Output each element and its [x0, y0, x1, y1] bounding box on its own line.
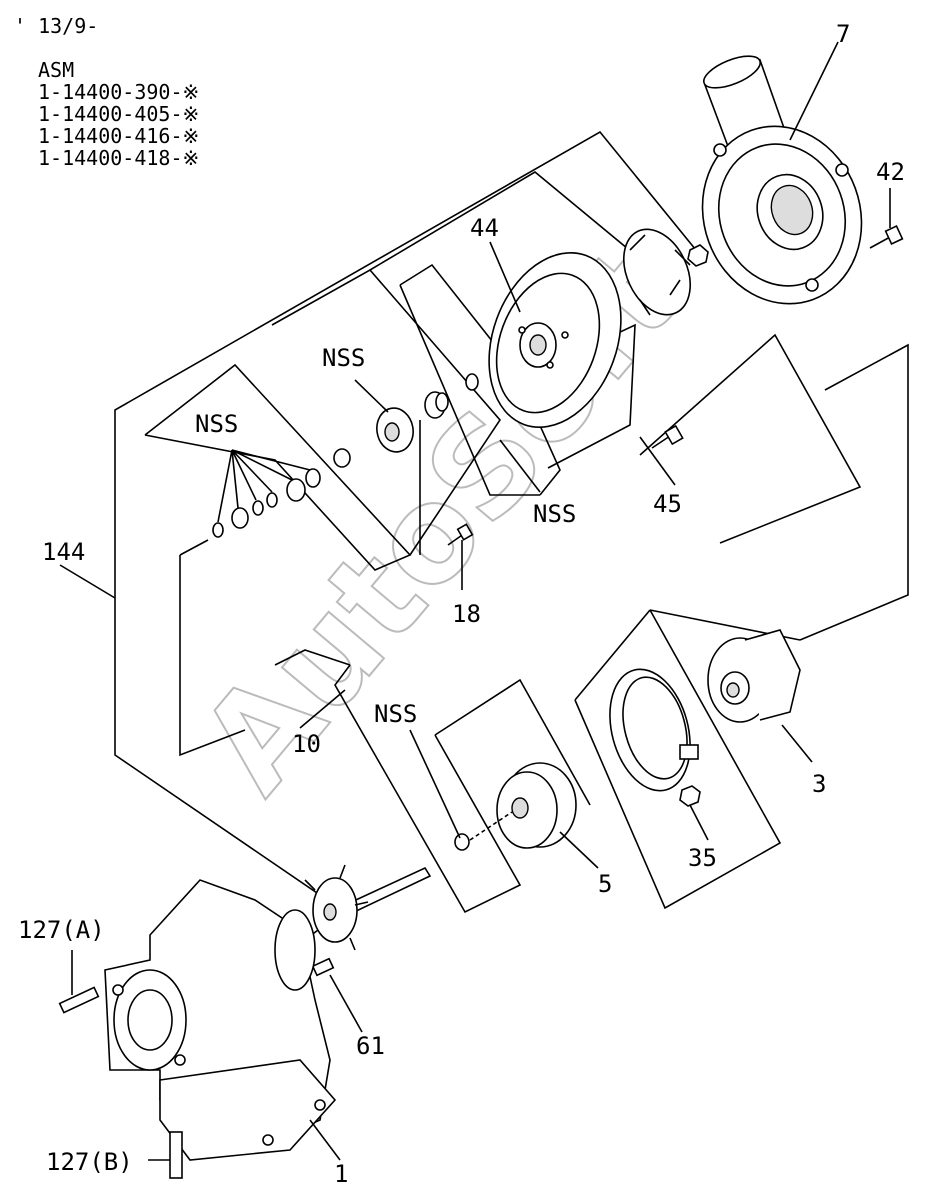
part-number-2: 1-14400-405-※ [38, 102, 200, 126]
seal-plate [454, 762, 577, 851]
nut [687, 244, 709, 267]
callout-nss-2: NSS [195, 410, 238, 438]
callout-5: 5 [598, 870, 612, 898]
compressor-housing [701, 55, 863, 305]
callout-3: 3 [812, 770, 826, 798]
pin-61 [311, 957, 335, 977]
piston-ring-set [212, 449, 321, 538]
callout-nss-1: NSS [322, 344, 365, 372]
bolt-45 [651, 424, 684, 449]
callout-18: 18 [452, 600, 481, 628]
stud-127a [58, 986, 100, 1014]
bolt-42 [869, 225, 904, 249]
bearing-housing [707, 629, 801, 723]
callout-35: 35 [688, 844, 717, 872]
screw-18 [447, 523, 474, 546]
callout-nss-4: NSS [374, 700, 417, 728]
callout-45: 45 [653, 490, 682, 518]
callout-42: 42 [876, 158, 905, 186]
part-number-3: 1-14400-416-※ [38, 124, 200, 148]
part-number-1: 1-14400-390-※ [38, 80, 200, 104]
callout-61: 61 [356, 1032, 385, 1060]
part-number-4: 1-14400-418-※ [38, 146, 200, 170]
leader-lines [59, 41, 891, 1161]
callout-7: 7 [836, 20, 850, 48]
callout-10: 10 [292, 730, 321, 758]
page-reference: ' 13/9- [14, 14, 99, 38]
callout-44: 44 [470, 214, 499, 242]
callout-1: 1 [334, 1160, 348, 1188]
back-plate [488, 252, 622, 428]
callout-nss-3: NSS [533, 500, 576, 528]
bearing [333, 407, 414, 468]
callout-127a: 127(A) [18, 916, 105, 944]
v-band-clamp [609, 668, 701, 807]
compressor-wheel [623, 228, 691, 316]
turbine-housing [104, 879, 337, 1161]
asm-label: ASM [38, 58, 75, 82]
callout-127b: 127(B) [46, 1148, 133, 1176]
stud-127b [169, 1131, 183, 1179]
callout-144: 144 [42, 538, 85, 566]
thrust-collar [424, 373, 479, 419]
turbine-shaft-wheel [304, 864, 432, 951]
